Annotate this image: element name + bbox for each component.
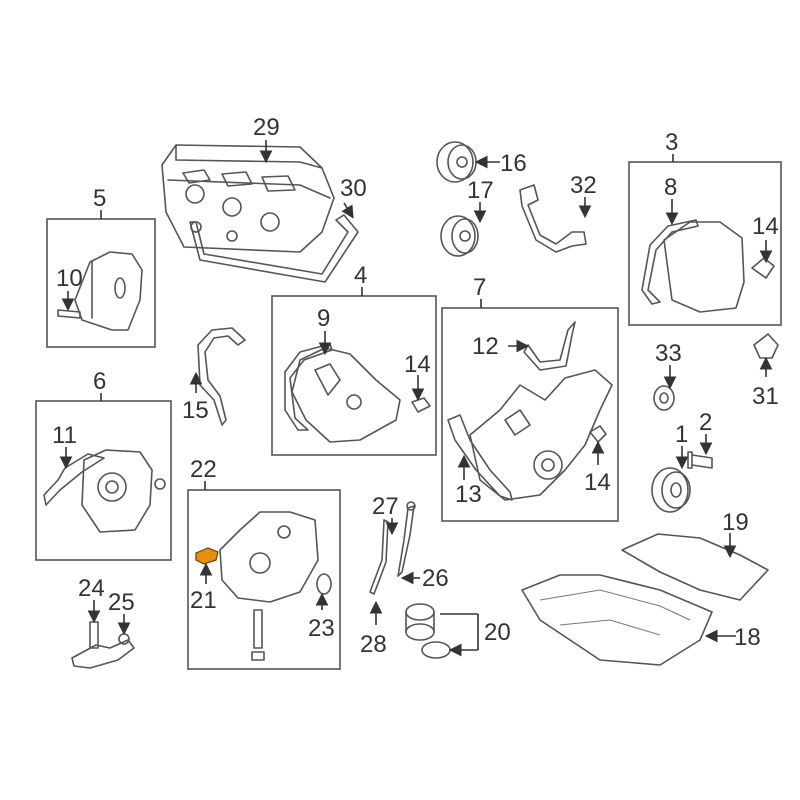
label-18: 18 <box>734 624 761 651</box>
box-22 <box>187 489 341 670</box>
label-24: 24 <box>78 575 105 602</box>
label-3: 3 <box>665 129 678 156</box>
camshaft-pulley-lower-part[interactable] <box>440 215 479 257</box>
label-21: 21 <box>190 587 217 614</box>
label-17: 17 <box>467 177 494 204</box>
timing-cover-front-part[interactable] <box>284 343 431 443</box>
label-26: 26 <box>422 565 449 592</box>
timing-cover-lower-part[interactable] <box>43 449 166 533</box>
label-14-a: 14 <box>404 351 431 378</box>
label-29: 29 <box>253 114 280 141</box>
label-22: 22 <box>190 456 217 483</box>
valve-cover-gasket-part[interactable] <box>189 214 359 283</box>
seal-cap-part[interactable] <box>753 333 779 359</box>
label-12: 12 <box>472 333 499 360</box>
label-9: 9 <box>317 305 330 332</box>
camshaft-pulley-upper-part[interactable] <box>436 141 477 183</box>
label-28: 28 <box>360 631 387 658</box>
box-7 <box>441 307 619 522</box>
timing-belt-part[interactable] <box>197 327 246 426</box>
oil-seal-part[interactable] <box>316 573 332 595</box>
label-2: 2 <box>699 409 712 436</box>
label-31: 31 <box>752 383 779 410</box>
label-14-b: 14 <box>584 469 611 496</box>
crank-pulley-part[interactable] <box>651 467 691 513</box>
oil-pump-part[interactable] <box>219 511 319 661</box>
timing-cover-rear-part[interactable] <box>57 251 143 331</box>
label-16: 16 <box>500 150 527 177</box>
valve-cover-part[interactable] <box>161 144 335 253</box>
oil-pan-part[interactable] <box>521 574 713 666</box>
label-10: 10 <box>56 265 83 292</box>
label-4: 4 <box>354 262 367 289</box>
label-20: 20 <box>484 619 511 646</box>
label-6: 6 <box>93 368 106 395</box>
box-6 <box>35 400 172 561</box>
label-7: 7 <box>473 274 486 301</box>
timing-cover-upper-part[interactable] <box>641 219 775 313</box>
oil-filter-part[interactable] <box>405 603 451 659</box>
label-14-c: 14 <box>752 213 779 240</box>
oil-pan-baffle-part[interactable] <box>621 533 769 601</box>
timing-cover-main-part[interactable] <box>447 321 613 501</box>
dipstick-tube-part[interactable] <box>369 519 389 595</box>
label-33: 33 <box>655 340 682 367</box>
label-13-a: 13 <box>455 481 482 508</box>
label-1: 1 <box>675 421 688 448</box>
oil-strainer-part[interactable] <box>71 639 135 669</box>
label-5: 5 <box>93 185 106 212</box>
label-27: 27 <box>372 493 399 520</box>
highlighted-plug-part[interactable] <box>195 547 219 565</box>
label-32: 32 <box>570 172 597 199</box>
label-23: 23 <box>308 615 335 642</box>
label-19: 19 <box>722 509 749 536</box>
bolt-part[interactable] <box>687 451 713 469</box>
box-4 <box>271 295 437 456</box>
dipstick-part[interactable] <box>397 505 415 577</box>
sensor-harness-part[interactable] <box>519 184 587 253</box>
label-8: 8 <box>664 174 677 201</box>
idler-pulley-part[interactable] <box>653 385 675 411</box>
label-11: 11 <box>52 422 77 449</box>
box-3 <box>628 161 782 326</box>
label-15: 15 <box>182 397 209 424</box>
label-30: 30 <box>340 175 367 202</box>
label-25: 25 <box>108 589 135 616</box>
